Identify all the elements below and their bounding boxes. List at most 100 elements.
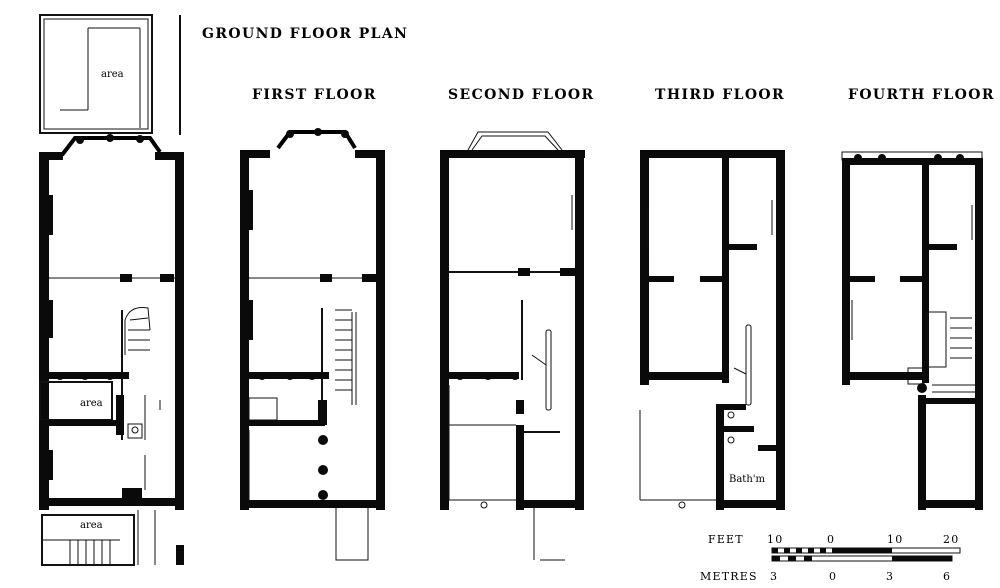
pier [878,154,886,162]
pier [362,274,376,282]
pier [160,274,174,282]
pier [456,372,464,380]
title-second-floor: SECOND FLOOR [448,87,595,103]
bay-pier [106,134,114,142]
pier [318,465,328,475]
pier [854,372,862,380]
fixture [480,501,488,509]
scale-segment [832,548,892,553]
front-area-outline [39,14,153,134]
chimney-breast [45,450,53,480]
scale-metres-label: METRES [700,570,758,583]
pier [318,435,328,445]
front-area-label: area [101,69,124,80]
basin-fixture [727,436,735,444]
pier [854,154,862,162]
fixture [678,501,686,509]
pier [116,395,124,435]
chimney-breast [245,190,253,230]
title-third-floor: THIRD FLOOR [655,87,785,103]
pier [308,372,316,380]
partition-stub [649,276,674,282]
scale-segment [796,548,802,553]
left-party-wall [440,150,449,510]
scale-metres-tick-1: 0 [829,570,837,583]
pier [81,372,89,380]
rear-wall [918,500,983,508]
front-wall-right [355,150,385,158]
partition-stub [700,276,722,282]
scale-segment [788,556,796,561]
bay-pier [314,128,322,136]
scale-feet-tick-1: 0 [827,533,835,546]
plan-second-floor [440,131,585,561]
partition-wall [516,425,524,510]
pier [511,372,519,380]
plan-first-floor [240,128,385,561]
front-wall-right [155,152,184,160]
pier [176,545,184,565]
pier [56,372,64,380]
rear-balcony [533,508,565,561]
bathroom-left-wall [716,404,724,510]
right-party-wall [175,152,184,510]
pier [934,154,942,162]
mid-wall [249,420,325,426]
pier [654,372,662,380]
plan-third-floor: Bath'm [639,150,785,510]
middle-wall [40,420,120,426]
front-wall-left [240,150,270,158]
title-first-floor: FIRST FLOOR [252,87,377,103]
bathroom-top-wall [716,404,746,410]
closet [248,397,278,421]
pier [81,498,89,506]
bay-window [467,131,563,151]
rear-wall [249,500,385,508]
right-party-wall [575,150,584,510]
rear-partition [926,398,975,404]
pier [51,498,59,506]
bay-pier [136,135,144,143]
pier [122,488,142,500]
scale-bar: FEET 10 0 10 20 METRES 3 0 3 6 [700,533,961,583]
pier [120,274,132,282]
pier [881,372,889,380]
stair-curve [124,307,151,355]
stair-tread [129,317,149,321]
pier [917,383,927,393]
scale-segment [820,548,826,553]
closet-wall [929,244,957,250]
title-fourth-floor: FOURTH FLOOR [848,87,995,103]
pier [318,400,327,425]
pier [518,268,530,276]
scale-feet-tick-3: 20 [943,533,959,546]
stair-line [531,354,547,366]
pier [748,150,756,158]
pier [320,274,332,282]
left-party-wall [240,150,249,510]
pier [684,372,692,380]
scale-feet-tick-0: 10 [767,533,783,546]
pier [318,490,328,500]
rear-wall [516,500,584,508]
scale-segment [772,556,780,561]
bay-pier [76,136,84,144]
scale-segment [784,548,790,553]
scale-segment [892,556,952,561]
stair-rail [745,324,752,406]
partition-stub [900,276,922,282]
wc-fixture [131,426,139,434]
center-partition [922,165,929,383]
front-wall [640,150,785,158]
plan-ground-floor: area area [39,14,184,566]
middle-area-label: area [80,398,103,409]
center-partition [722,158,729,383]
front-area-inner [43,18,149,130]
rear-left-wall [918,395,926,510]
pier [708,372,716,380]
right-party-wall [376,150,385,510]
scale-metres-tick-0: 3 [770,570,778,583]
rear-wall [716,500,785,508]
pier [956,154,964,162]
